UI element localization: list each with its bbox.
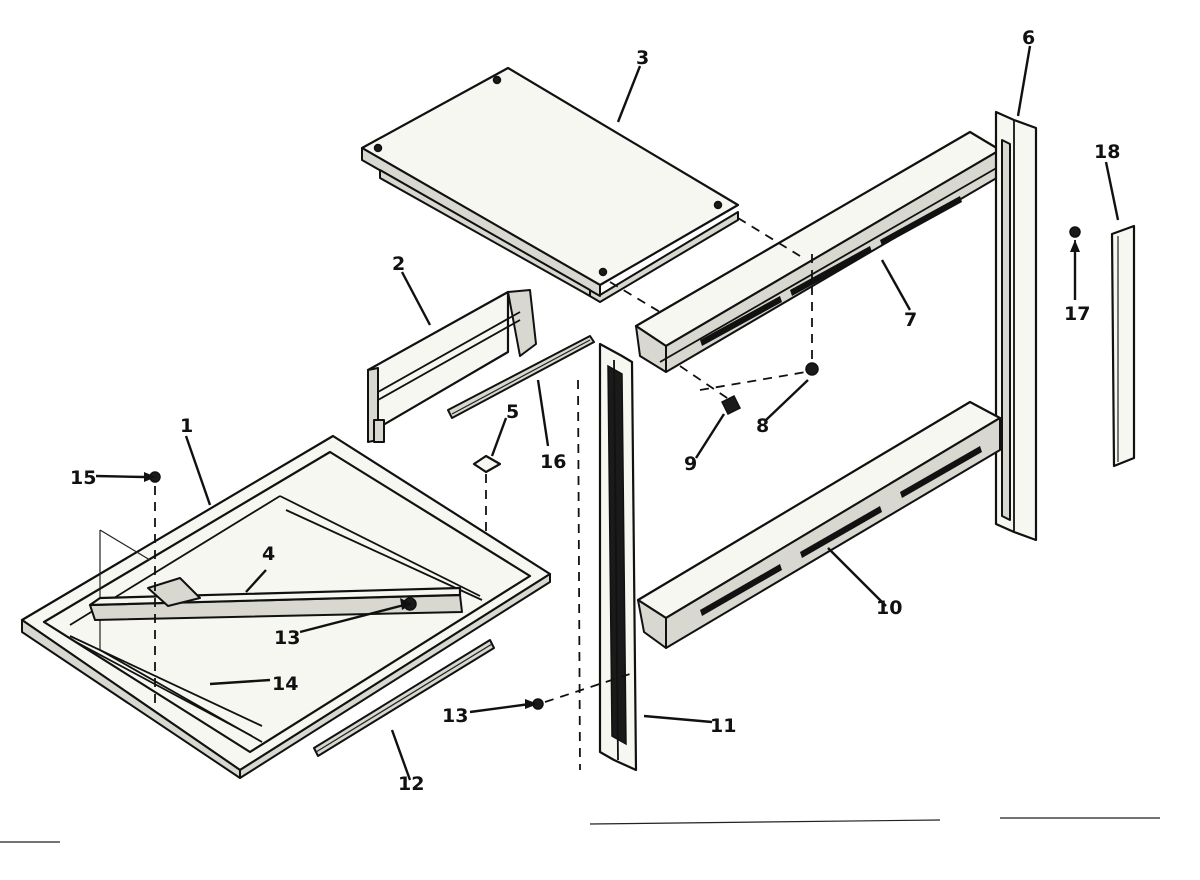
part-16-rod — [447, 335, 595, 419]
part-11-left-post — [577, 342, 638, 772]
part-5-pad — [472, 454, 502, 585]
callout-12: 12 — [398, 773, 424, 795]
part-14-strip — [69, 635, 263, 727]
callout-1: 1 — [180, 415, 193, 437]
part-3-top-panel — [360, 66, 740, 303]
callout-2: 2 — [392, 253, 405, 275]
leader-lines — [95, 45, 1120, 781]
callout-13-lower: 13 — [442, 705, 468, 727]
callout-8: 8 — [756, 415, 769, 437]
callout-11: 11 — [710, 715, 736, 737]
callout-9: 9 — [684, 453, 697, 475]
callout-14: 14 — [272, 673, 298, 695]
callout-15: 15 — [70, 467, 96, 489]
part-18-trim-strip — [1110, 224, 1136, 468]
callout-5: 5 — [506, 401, 519, 423]
callout-10: 10 — [876, 597, 902, 619]
callout-3: 3 — [636, 47, 649, 69]
hardware-guide-lines — [544, 217, 813, 703]
part-8-screw — [805, 362, 819, 376]
part-10-lower-rail — [636, 400, 1002, 649]
scan-marks — [0, 817, 1160, 843]
leader-arrowheads — [144, 240, 1080, 709]
part-12-side-strip — [313, 639, 495, 757]
callout-6: 6 — [1022, 27, 1035, 49]
callout-18: 18 — [1094, 141, 1120, 163]
part-2-bracket — [366, 289, 537, 443]
callout-4: 4 — [262, 543, 275, 565]
callout-16: 16 — [540, 451, 566, 473]
callout-17: 17 — [1064, 303, 1090, 325]
callout-labels: 1 2 3 4 5 6 7 8 9 10 11 12 13 13 14 15 1… — [70, 27, 1120, 795]
callout-7: 7 — [904, 309, 917, 331]
part-6-right-post — [994, 110, 1038, 542]
callout-13-upper: 13 — [274, 627, 300, 649]
part-9-screw — [720, 394, 742, 416]
part-7-upper-rail — [634, 130, 1002, 373]
